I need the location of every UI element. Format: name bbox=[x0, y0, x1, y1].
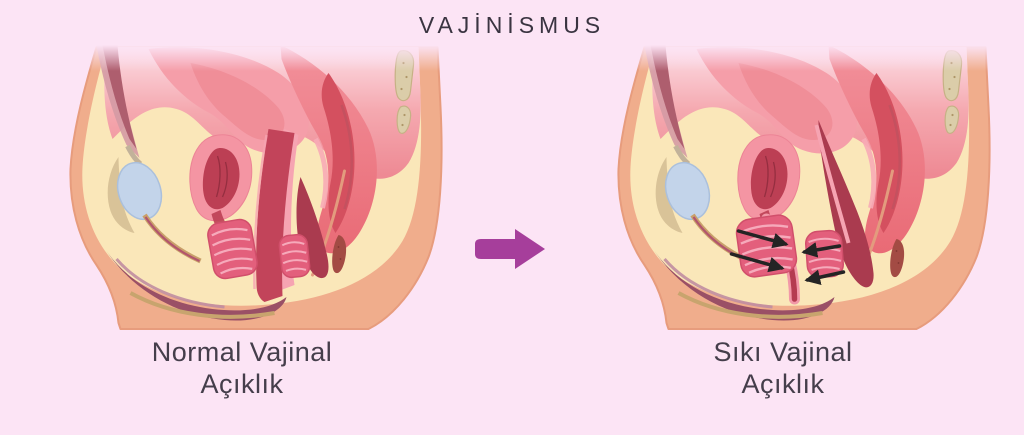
pelvic-floor-muscle-back bbox=[278, 233, 311, 279]
transition-right-arrow-icon bbox=[475, 229, 545, 269]
tight-figure-caption: Sıkı Vajinal Açıklık bbox=[633, 337, 933, 401]
tight-anatomy-illustration bbox=[578, 45, 1003, 335]
caption-line: Sıkı Vajinal bbox=[713, 337, 853, 367]
anus-mark bbox=[890, 239, 905, 278]
pelvic-floor-muscle-back-contracted bbox=[804, 229, 845, 279]
anus-mark bbox=[332, 235, 347, 274]
constriction-arrows-icon bbox=[729, 229, 846, 285]
anal-canal bbox=[814, 120, 874, 288]
pelvic-floor-muscle-front bbox=[207, 218, 258, 280]
normal-anatomy-illustration bbox=[30, 45, 455, 335]
caption-line: Açıklık bbox=[200, 368, 284, 399]
caption-line: Normal Vajinal bbox=[151, 337, 333, 367]
pelvic-floor-muscle-front-contracted bbox=[735, 214, 798, 278]
caption-line: Açıklık bbox=[741, 368, 825, 399]
normal-figure-caption: Normal Vajinal Açıklık bbox=[92, 337, 392, 401]
page-title: VAJİNİSMUS bbox=[418, 12, 606, 38]
